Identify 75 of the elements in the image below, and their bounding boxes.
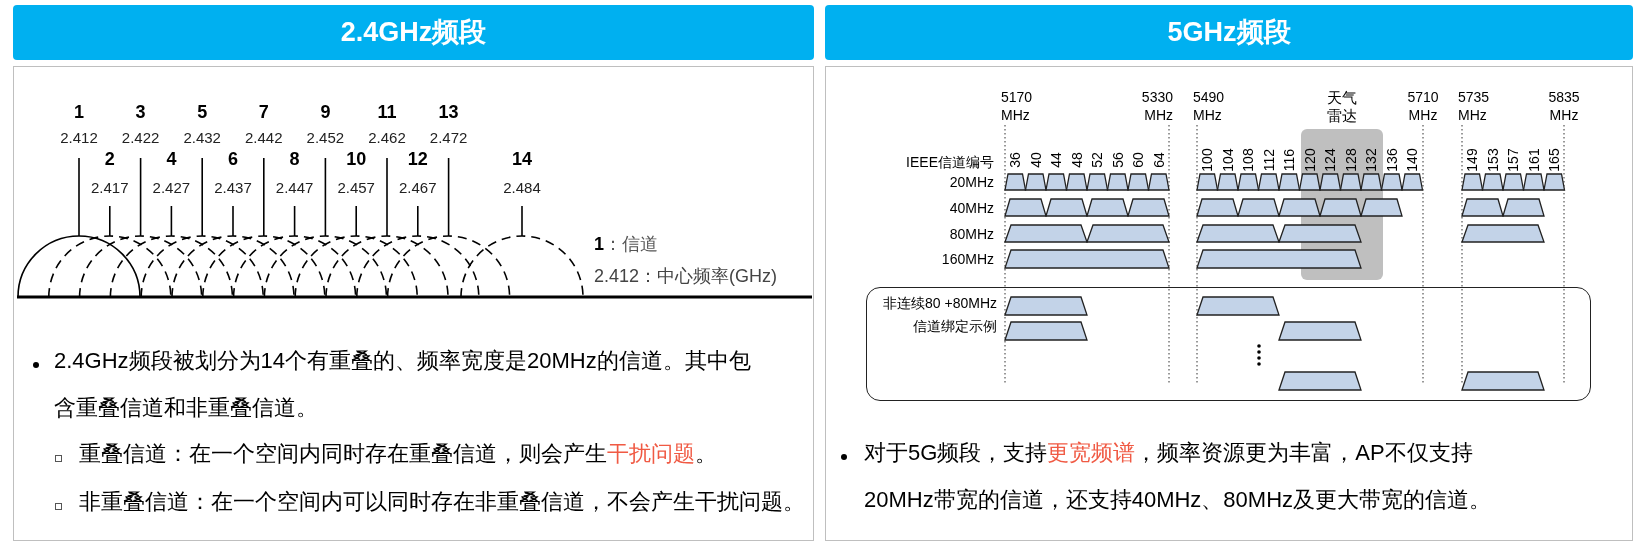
center-frequency: 2.472 bbox=[428, 129, 469, 147]
bullet-text: 重叠信道：在一个空间内同时存在重叠信道，则会产生干扰问题。 bbox=[79, 440, 718, 468]
channel-number: 120 bbox=[1300, 147, 1319, 174]
center-frequency: 2.442 bbox=[244, 129, 284, 147]
frequency-label: 5170 MHz bbox=[1001, 88, 1034, 124]
frequency-label: 5710 MHz bbox=[1406, 88, 1440, 124]
center-frequency: 2.447 bbox=[274, 179, 315, 197]
channel-number: 132 bbox=[1362, 147, 1381, 174]
channel-number: 11 bbox=[376, 101, 398, 123]
row-label: 160MHz bbox=[940, 250, 994, 268]
bullet-text: 非重叠信道：在一个空间内可以同时存在非重叠信道，不会产生干扰问题。 bbox=[79, 488, 806, 516]
channel-number: 8 bbox=[288, 148, 301, 170]
channel-number: 48 bbox=[1067, 151, 1086, 170]
channel-number: 108 bbox=[1239, 147, 1258, 174]
channel-number: 40 bbox=[1026, 151, 1045, 170]
key-text: 2.412：中心频率(GHz) bbox=[594, 265, 778, 288]
channel-number: 9 bbox=[319, 101, 332, 123]
channel-number: 104 bbox=[1218, 147, 1237, 174]
channel-number: 56 bbox=[1108, 151, 1127, 170]
channel-number: 165 bbox=[1545, 147, 1564, 174]
center-frequency: 2.462 bbox=[367, 129, 407, 147]
channel-number: 100 bbox=[1198, 147, 1217, 174]
channel-number: 36 bbox=[1006, 151, 1025, 170]
channel-number: 124 bbox=[1321, 147, 1340, 174]
center-frequency: 2.427 bbox=[151, 179, 192, 197]
channel-number: 14 bbox=[511, 148, 533, 170]
channel-number: 157 bbox=[1504, 147, 1523, 174]
channel-number: 64 bbox=[1149, 151, 1168, 170]
bullet-text: 对于5G频段，支持更宽频谱，频率资源更为丰富，AP不仅支持20MHz带宽的信道，还支持40MHz、80MHz及更大带宽的信道。 bbox=[864, 439, 1493, 514]
frequency-label: 5330 MHz bbox=[1140, 88, 1173, 124]
section-header: 2.4GHz频段 bbox=[13, 5, 814, 60]
frequency-label: 5490 MHz bbox=[1193, 88, 1226, 124]
frequency-label: 5735 MHz bbox=[1458, 88, 1491, 124]
center-frequency: 2.422 bbox=[120, 129, 161, 147]
center-frequency: 2.457 bbox=[336, 179, 376, 197]
channel-number: 52 bbox=[1088, 151, 1107, 170]
channel-number: 10 bbox=[345, 148, 368, 170]
row-label: 80MHz bbox=[948, 224, 994, 243]
channel-number: 116 bbox=[1280, 147, 1299, 174]
channel-number: 3 bbox=[134, 101, 147, 123]
channel-number: 7 bbox=[257, 101, 270, 123]
channel-number: 128 bbox=[1341, 147, 1360, 174]
section-header: 5GHz频段 bbox=[825, 5, 1633, 60]
channel-number: 5 bbox=[196, 101, 209, 123]
row-label: 20MHz bbox=[948, 173, 994, 191]
center-frequency: 2.467 bbox=[398, 179, 438, 197]
bullet-text: 2.4GHz频段被划分为14个有重叠的、频率宽度是20MHz的信道。其中包含重叠信道和非重叠信道。 bbox=[54, 347, 752, 422]
example-label: 非连续80 +80MHz信道绑定示例 bbox=[882, 294, 997, 336]
row-label: 40MHz bbox=[948, 198, 994, 217]
center-frequency: 2.452 bbox=[305, 129, 346, 147]
frequency-label: 5835 MHz bbox=[1547, 88, 1581, 124]
key-text: 1：信道 bbox=[594, 233, 658, 256]
channel-number: 149 bbox=[1463, 147, 1482, 174]
channel-number: 60 bbox=[1129, 151, 1148, 170]
channel-number: 161 bbox=[1524, 147, 1543, 174]
channel-number: 4 bbox=[165, 148, 178, 170]
channel-number: 13 bbox=[437, 101, 460, 123]
center-frequency: 2.417 bbox=[90, 179, 130, 197]
channel-number: 112 bbox=[1259, 147, 1278, 174]
channel-number: 153 bbox=[1483, 147, 1502, 174]
channel-number: 12 bbox=[406, 148, 429, 170]
band-label: 天气雷达 bbox=[1326, 89, 1358, 125]
channel-number: 6 bbox=[227, 148, 239, 170]
center-frequency: 2.412 bbox=[59, 129, 99, 147]
center-frequency: 2.437 bbox=[213, 179, 253, 197]
channel-number: 44 bbox=[1047, 151, 1066, 170]
example-box bbox=[866, 287, 1591, 401]
channel-number: 140 bbox=[1403, 147, 1422, 174]
center-frequency: 2.432 bbox=[182, 129, 222, 147]
center-frequency: 2.484 bbox=[502, 179, 542, 197]
channel-number: 2 bbox=[103, 148, 116, 170]
channel-number: 136 bbox=[1382, 147, 1401, 174]
content-panel bbox=[13, 66, 814, 541]
channel-number: 1 bbox=[73, 101, 85, 123]
row-label: IEEE信道编号 bbox=[905, 153, 994, 171]
